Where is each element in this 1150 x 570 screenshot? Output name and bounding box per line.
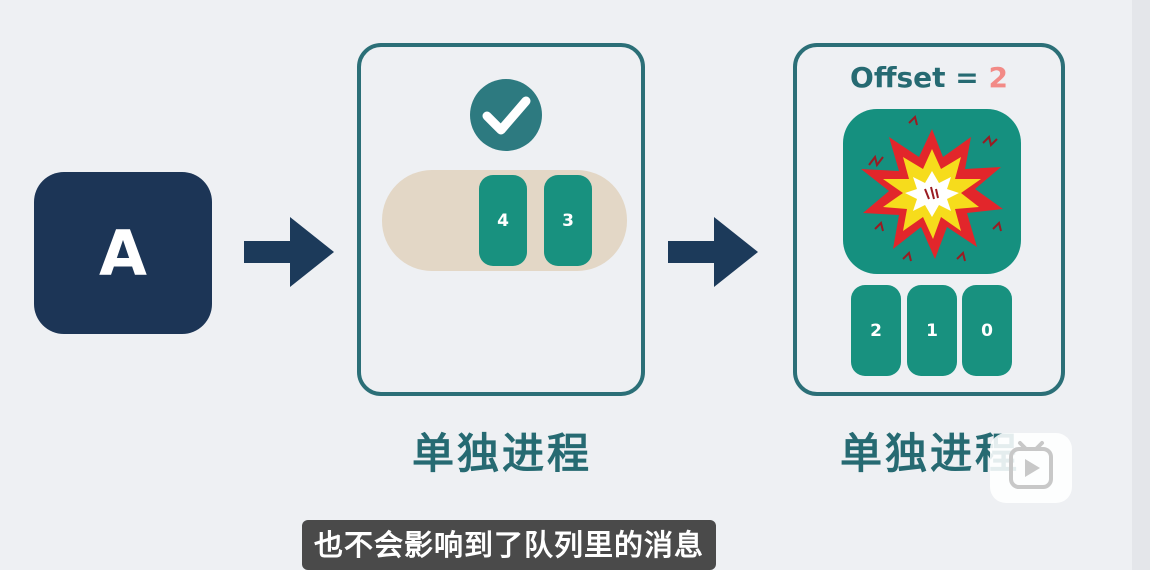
message-block: 4 — [479, 175, 527, 266]
message-number: 2 — [870, 320, 882, 341]
message-block: 0 — [962, 285, 1012, 376]
consumer-process-panel-1: 4 3 — [357, 43, 645, 396]
message-block: 1 — [907, 285, 957, 376]
offset-label: Offset = 2 — [797, 61, 1061, 94]
consumer-process-panel-2: Offset = 2 2 1 0 — [793, 43, 1065, 396]
message-block: 3 — [544, 175, 592, 266]
message-number: 0 — [981, 320, 993, 341]
offset-value: 2 — [988, 61, 1008, 94]
right-arrow-icon — [668, 217, 758, 287]
right-arrow-icon — [244, 217, 334, 287]
message-block: 2 — [851, 285, 901, 376]
process-caption-2: 单独进程 — [840, 429, 1021, 478]
message-number: 3 — [562, 210, 574, 231]
check-icon — [470, 79, 542, 151]
offset-text: Offset = — [850, 61, 979, 94]
video-subtitle: 也不会影响到了队列里的消息 — [302, 520, 717, 570]
producer-box: A — [34, 172, 212, 334]
play-icon[interactable] — [990, 433, 1072, 503]
message-queue: 4 3 — [382, 170, 627, 271]
side-strip — [1132, 0, 1150, 570]
message-number: 4 — [497, 210, 509, 231]
message-number: 1 — [926, 320, 938, 341]
explosion-icon — [843, 109, 1021, 274]
producer-label: A — [99, 216, 147, 290]
process-caption-1: 单独进程 — [412, 429, 593, 478]
